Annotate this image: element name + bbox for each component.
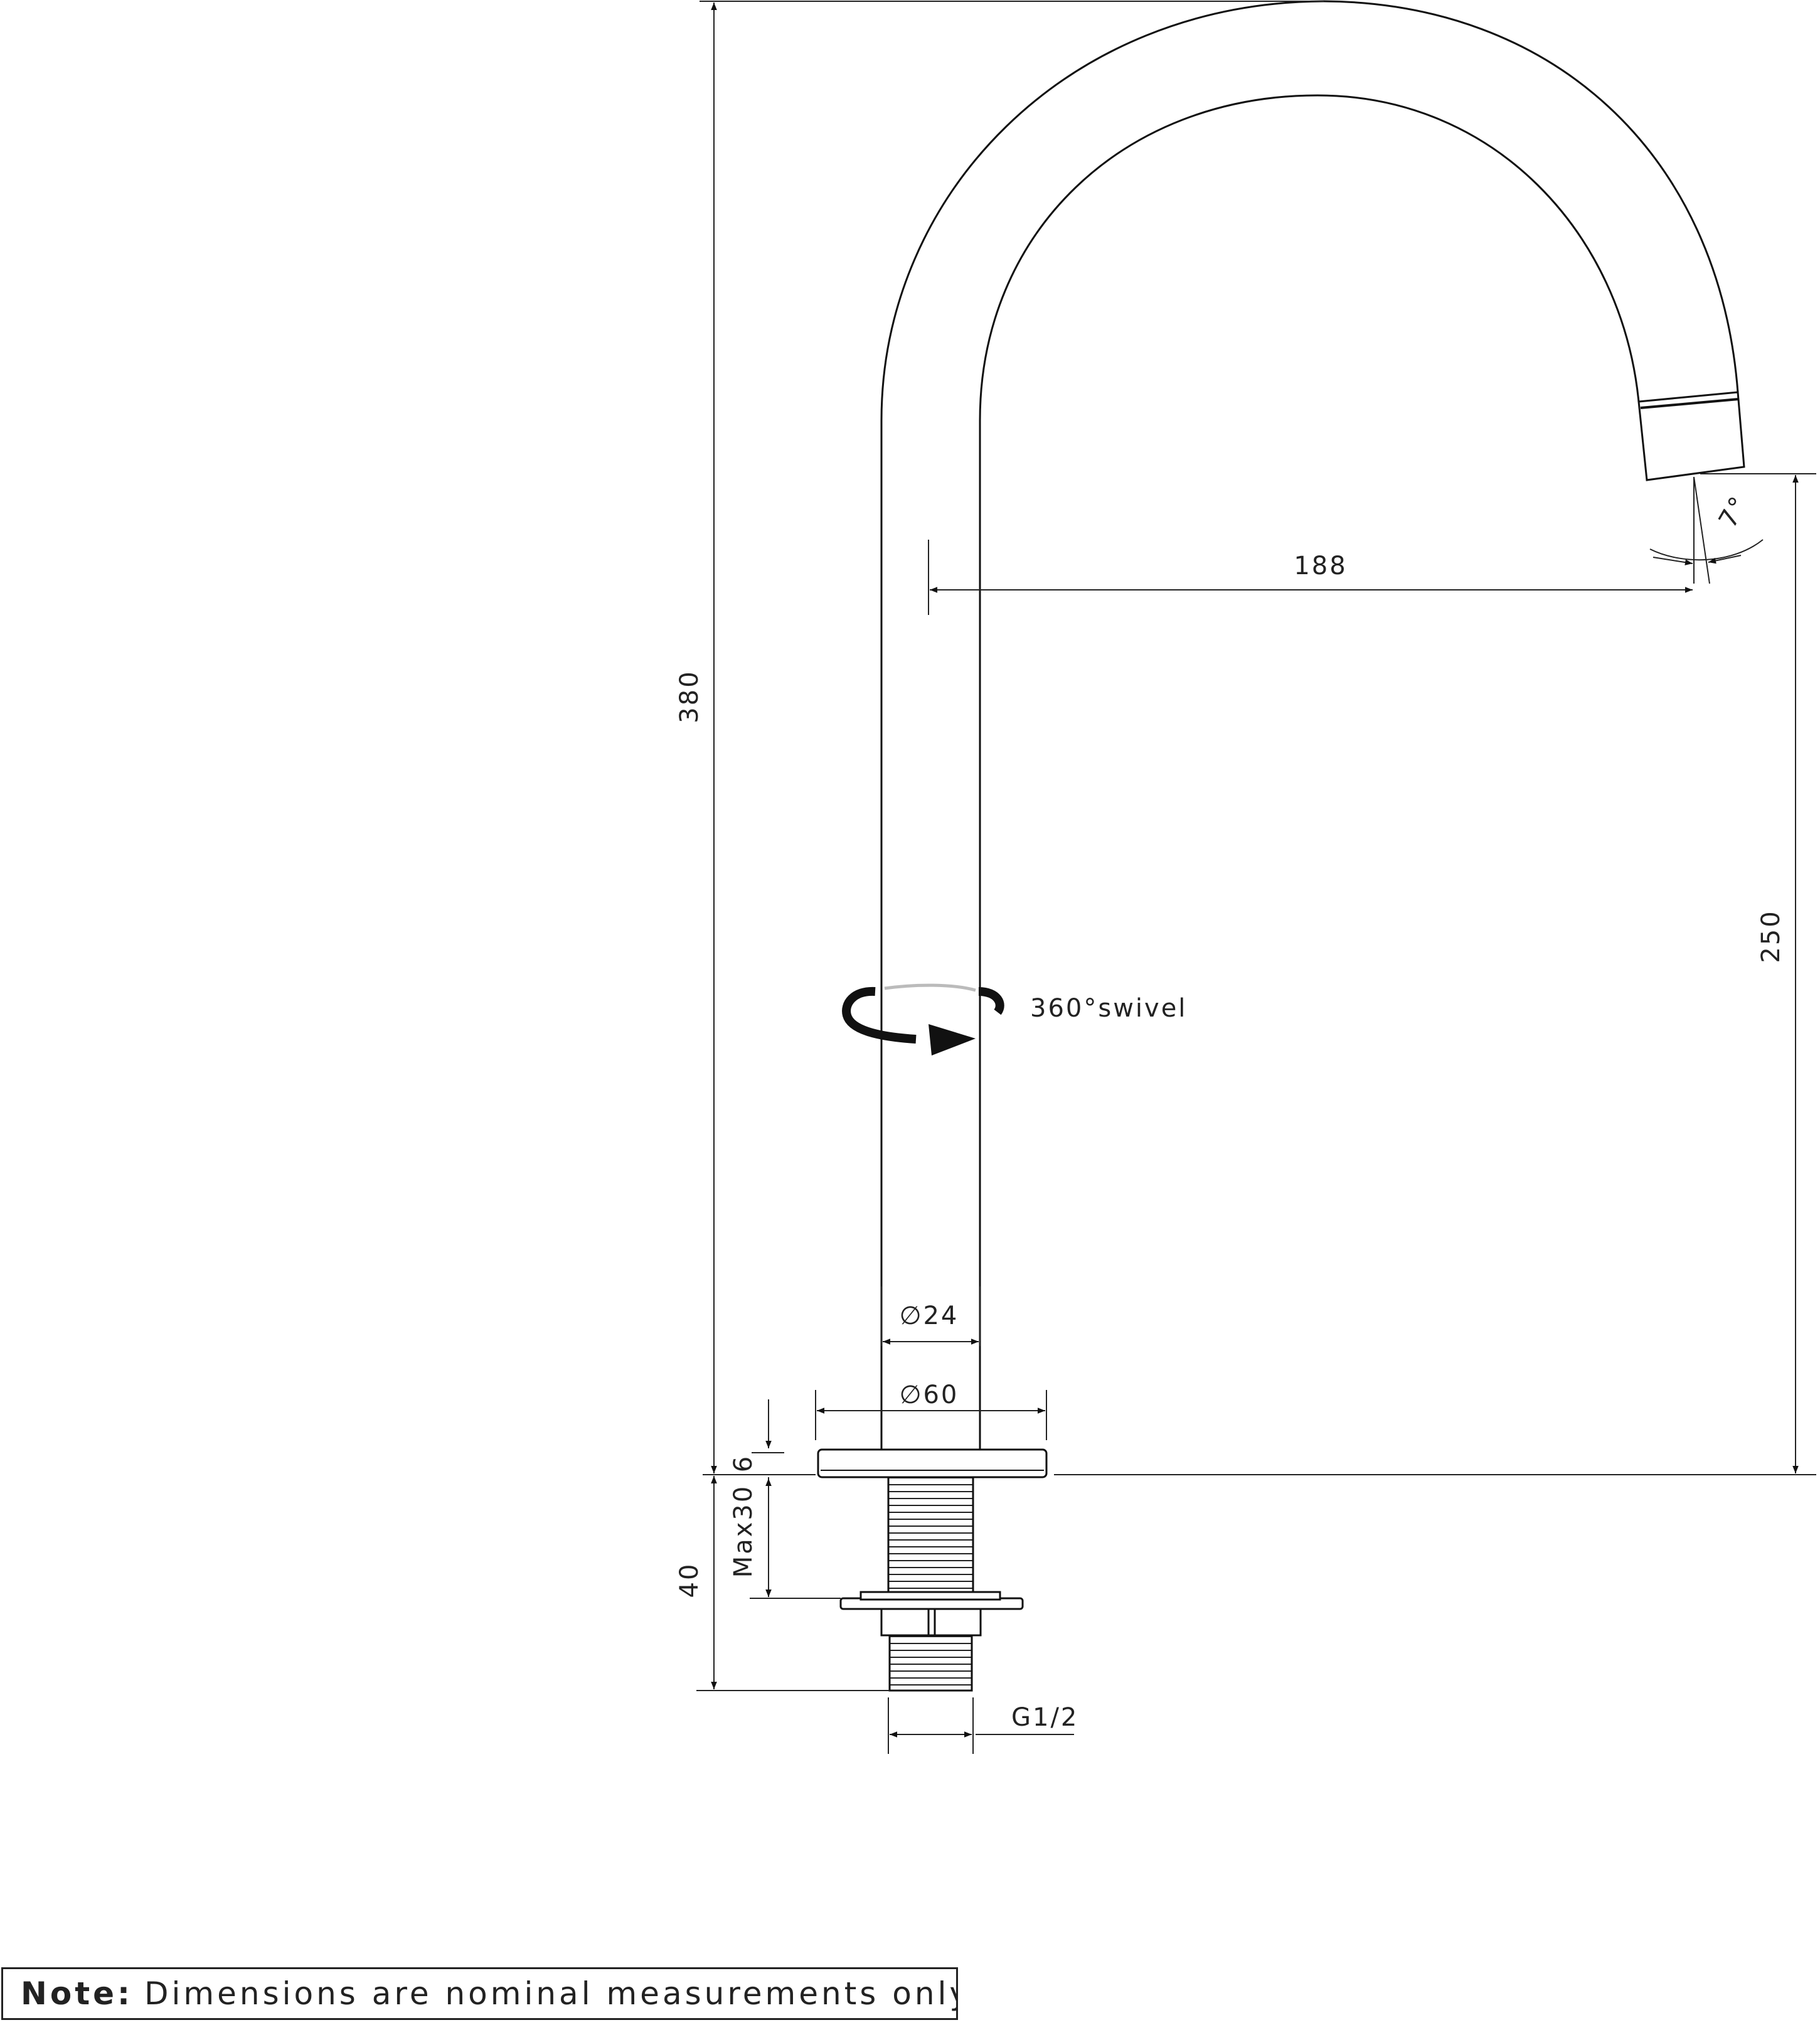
dim-40-label: 40 [675,1563,704,1598]
note-text: Dimensions are nominal measurements only [144,1975,958,2012]
inlet-thread [888,1634,973,1692]
dim-380-label: 380 [675,670,704,723]
note-box: Note: Dimensions are nominal measurement… [1,1967,958,2020]
aerator-tip [1637,391,1745,481]
dim-6-label: 6 [729,1455,758,1472]
swivel-arrow-icon [842,983,1004,1055]
swivel-label: 360°swivel [1030,994,1187,1023]
threaded-shank [887,1476,974,1599]
hex-nut [880,1608,982,1637]
spout-outline [880,0,1739,1450]
dim-188-label: 188 [1294,552,1347,580]
dim-60-label: ∅60 [900,1381,959,1409]
base-assembly [817,1448,1048,1692]
dim-g12-label: G1/2 [1011,1703,1078,1732]
dim-max30-label: Max30 [729,1485,758,1578]
note-label: Note: [21,1975,134,2012]
dim-24-label: ∅24 [900,1301,959,1330]
dim-250-label: 250 [1757,909,1785,963]
base-flange [817,1448,1048,1478]
dim-7deg-label: 7° [1713,491,1755,533]
